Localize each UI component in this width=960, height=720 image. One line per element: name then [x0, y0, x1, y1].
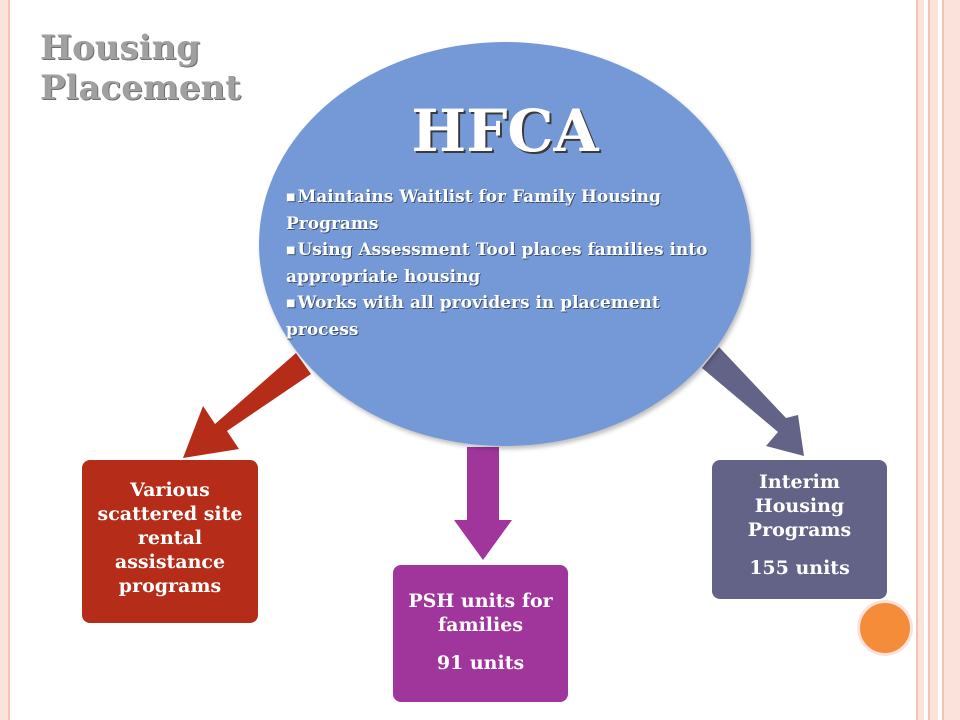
hfca-hub-ellipse	[259, 42, 751, 446]
hub-bullet-text: Works with all providers in placement pr…	[286, 293, 660, 340]
rental-assistance-box: Various scattered site rental assistance…	[82, 460, 258, 623]
hub-bullet: ■Maintains Waitlist for Family Housing P…	[286, 184, 736, 237]
hub-bullet-text: Maintains Waitlist for Family Housing Pr…	[286, 187, 661, 234]
hub-name: HFCA	[411, 97, 599, 165]
square-bullet-icon: ■	[286, 245, 296, 256]
arrow-to-interim-housing	[702, 347, 804, 456]
interim-housing-box: Interim Housing Programs 155 units	[712, 460, 887, 599]
rental-assistance-label: Various scattered site rental assistance…	[97, 479, 243, 597]
hub-bullet: ■Works with all providers in placement p…	[286, 290, 736, 343]
slide-left-border	[0, 0, 10, 720]
hub-bullet: ■Using Assessment Tool places families i…	[286, 237, 736, 290]
psh-units-count: 91 units	[436, 652, 525, 674]
hub-bullet-list: ■Maintains Waitlist for Family Housing P…	[286, 184, 736, 343]
slide-title: Housing Placement	[40, 28, 241, 108]
square-bullet-icon: ■	[286, 192, 296, 203]
arrow-to-rental-programs	[183, 353, 311, 458]
psh-units-label: PSH units for families	[408, 590, 553, 636]
slide-right-border	[916, 0, 960, 720]
hub-bullet-text: Using Assessment Tool places families in…	[286, 240, 708, 287]
accent-circle	[857, 600, 913, 656]
square-bullet-icon: ■	[286, 298, 296, 309]
interim-housing-count: 155 units	[749, 557, 850, 579]
arrow-to-psh-units	[454, 447, 512, 560]
psh-units-box: PSH units for families 91 units	[393, 565, 568, 702]
interim-housing-label: Interim Housing Programs	[747, 471, 852, 541]
